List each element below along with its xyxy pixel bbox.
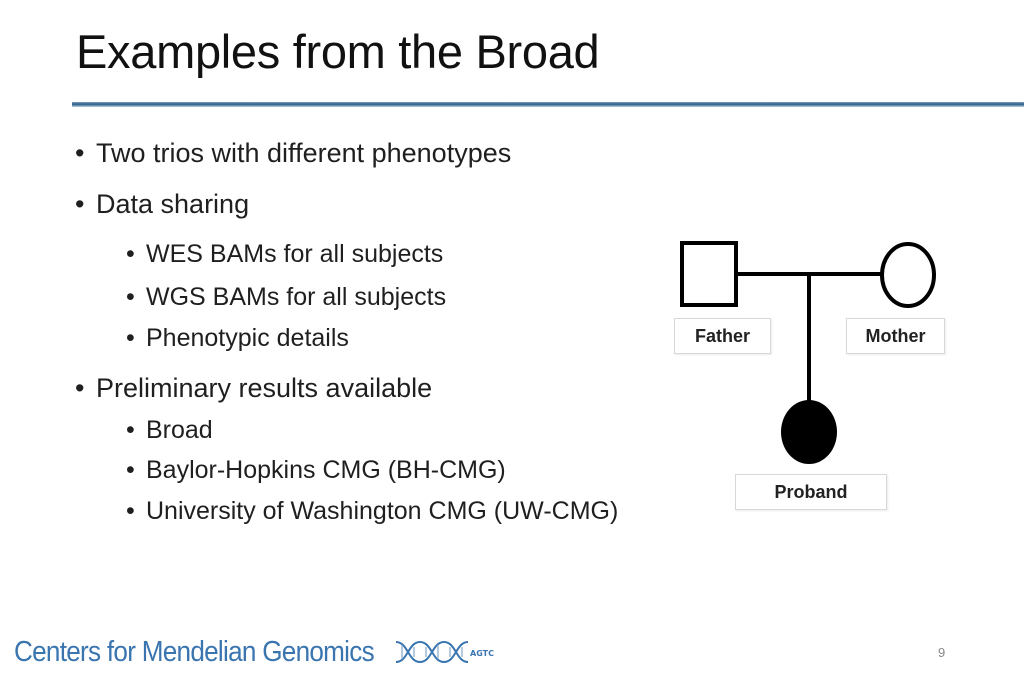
bullet-item: • Preliminary results available — [75, 373, 433, 404]
mother-circle — [880, 242, 936, 308]
bullet-text: Broad — [146, 416, 213, 444]
sub-bullet-item: • Phenotypic details — [126, 324, 349, 353]
sub-bullet-item: • WGS BAMs for all subjects — [126, 283, 447, 312]
logo-glyph-text: AGTC — [470, 649, 494, 658]
proband-circle — [781, 400, 837, 464]
bullet-dot: • — [75, 138, 85, 168]
bullet-dot: • — [126, 497, 135, 525]
title-divider — [72, 102, 1024, 107]
sub-bullet-item: • Broad — [126, 416, 213, 445]
bullet-dot: • — [75, 373, 85, 403]
mother-label: Mother — [846, 318, 945, 354]
bullet-text: Two trios with different phenotypes — [96, 138, 512, 168]
bullet-dot: • — [126, 456, 135, 484]
bullet-text: WES BAMs for all subjects — [146, 240, 444, 268]
dna-helix-icon: AGTC — [395, 640, 494, 664]
sub-bullet-item: • Baylor-Hopkins CMG (BH-CMG) — [126, 456, 506, 485]
bullet-text: Data sharing — [96, 189, 250, 219]
bullet-dot: • — [126, 416, 135, 444]
bullet-dot: • — [126, 283, 135, 311]
slide-title: Examples from the Broad — [76, 25, 600, 78]
bullet-item: • Data sharing — [75, 189, 250, 220]
bullet-text: Phenotypic details — [146, 324, 349, 352]
pedigree-diagram: Father Mother Proband — [660, 230, 960, 520]
bullet-text: Baylor-Hopkins CMG (BH-CMG) — [146, 456, 506, 484]
bullet-dot: • — [126, 240, 135, 268]
cmg-logo: Centers for Mendelian Genomics AGTC — [14, 632, 502, 672]
page-number: 9 — [938, 645, 946, 660]
father-square — [680, 241, 738, 307]
sub-bullet-item: • WES BAMs for all subjects — [126, 240, 444, 269]
father-label: Father — [674, 318, 771, 354]
bullet-item: • Two trios with different phenotypes — [75, 138, 512, 169]
logo-text: Centers for Mendelian Genomics — [14, 635, 375, 668]
bullet-dot: • — [126, 324, 135, 352]
pedigree-graphic — [680, 241, 936, 464]
bullet-text: Preliminary results available — [96, 373, 433, 403]
bullet-dot: • — [75, 189, 85, 219]
proband-label: Proband — [735, 474, 887, 510]
bullet-text: WGS BAMs for all subjects — [146, 283, 447, 311]
bullet-text: University of Washington CMG (UW-CMG) — [146, 497, 619, 525]
sub-bullet-item: • University of Washington CMG (UW-CMG) — [126, 497, 619, 526]
